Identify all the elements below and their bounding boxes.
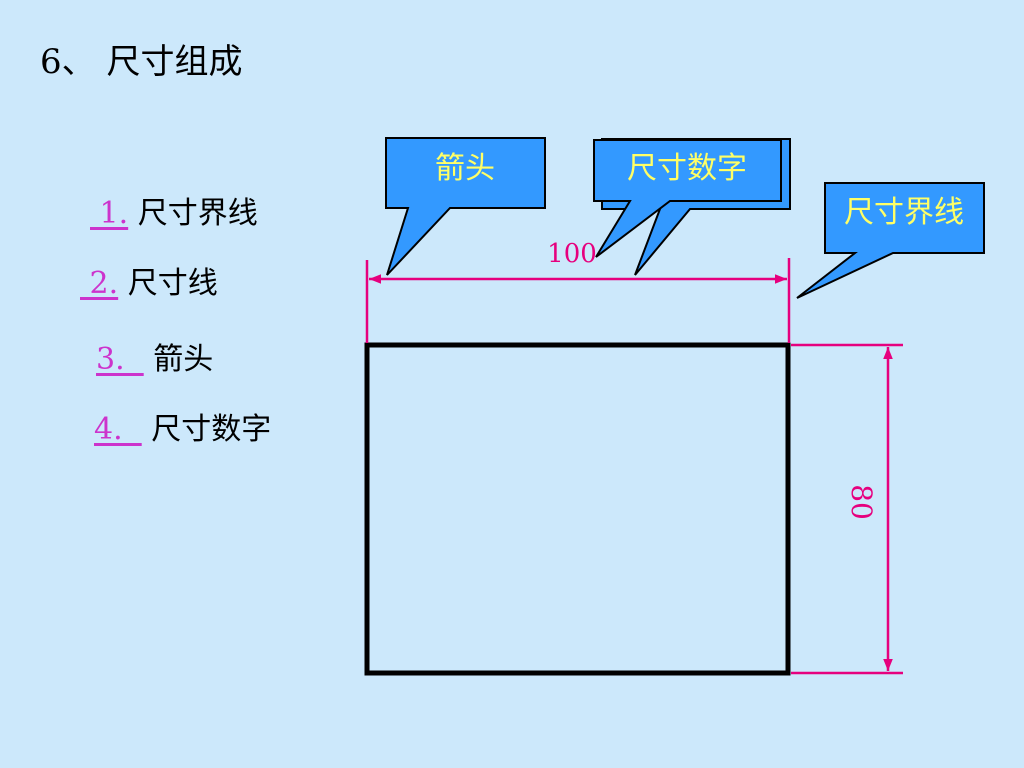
list-label: 尺寸线 [127,266,218,301]
part-outline [364,342,791,676]
list-number: 3. [96,342,144,377]
list-label: 尺寸数字 [151,412,272,447]
list-label: 箭头 [153,342,214,377]
page-title: 6、 尺寸组成 [40,42,243,82]
list-item-extension-line: 1. 尺寸界线 [90,188,258,232]
callout-extension-line: 尺寸界线 [796,182,985,299]
list-item-dimension-line: 2. 尺寸线 [80,258,218,302]
list-label: 尺寸界线 [137,196,258,231]
list-number: 2. [80,266,119,301]
callout-extension-line-label: 尺寸界线 [844,195,964,230]
dimension-number-vertical: 80 [845,484,878,520]
callout-dimension-number-label: 尺寸数字 [627,151,747,186]
list-number: 4. [94,412,142,447]
callout-dimension-number: 尺寸数字 [593,138,791,276]
list-item-dimension-number: 4. 尺寸数字 [94,404,271,448]
list-number: 1. [90,196,129,231]
dimension-number-horizontal: 100 [547,239,597,269]
callout-arrow: 箭头 [385,137,546,276]
callout-arrow-label: 箭头 [435,151,495,186]
list-item-arrow: 3. 箭头 [96,334,213,378]
